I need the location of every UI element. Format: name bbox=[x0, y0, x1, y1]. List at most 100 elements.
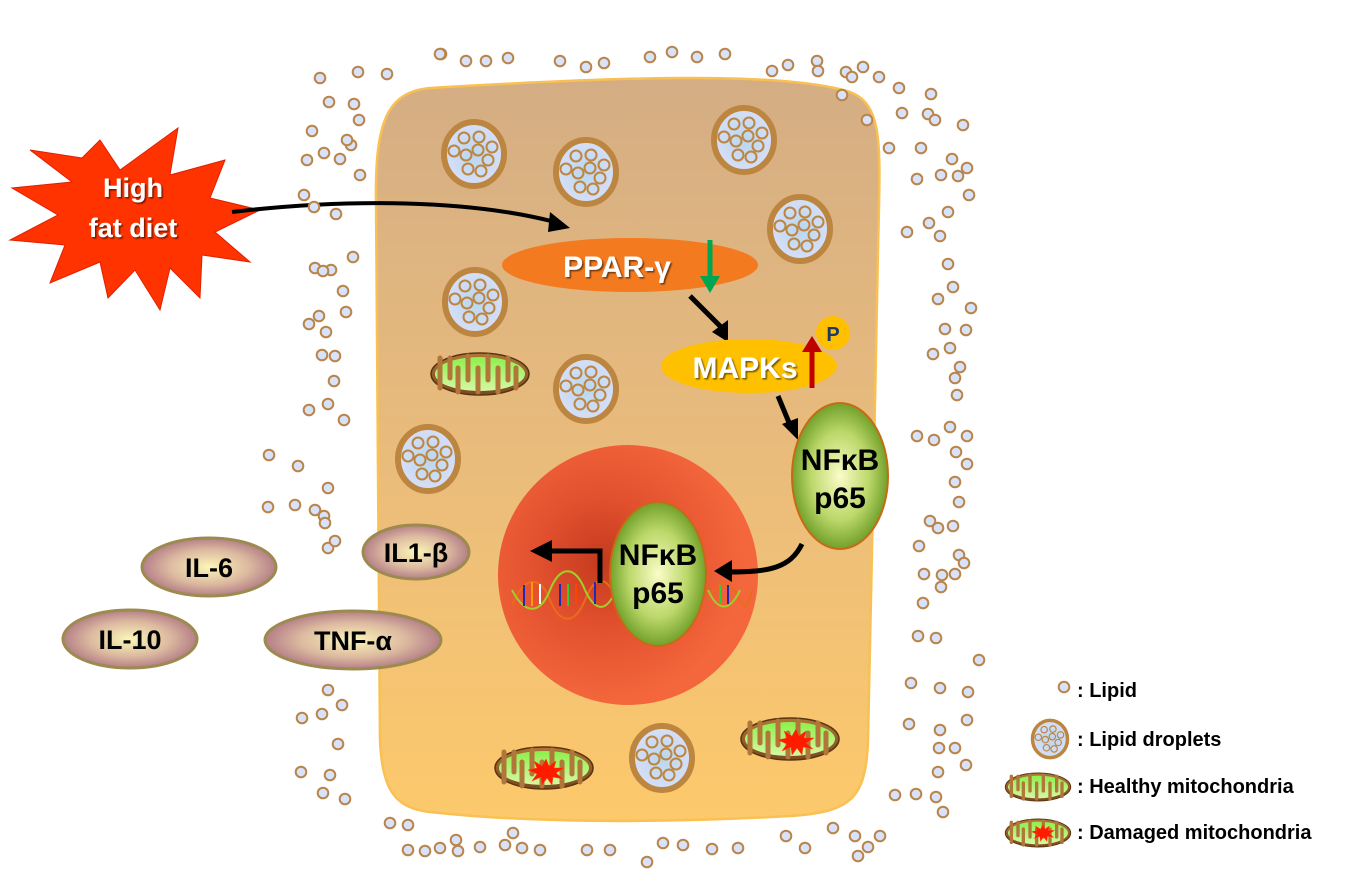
arrow-nfkb-translocation bbox=[727, 542, 805, 575]
cytokine-label: IL-6 bbox=[185, 553, 233, 583]
lipid-dot bbox=[597, 56, 611, 70]
lipid-dot bbox=[339, 305, 353, 319]
lipid-dot bbox=[936, 805, 950, 819]
high-fat-diet-starburst: High fat diet bbox=[8, 126, 262, 312]
lipid-dot bbox=[945, 152, 959, 166]
lipid-dot bbox=[656, 836, 670, 850]
lipid-dot bbox=[643, 50, 657, 64]
nfkb-p65-cytoplasm: NFκB p65 bbox=[791, 402, 889, 550]
lipid-dot bbox=[892, 81, 906, 95]
lipid-dot bbox=[451, 844, 465, 858]
lipid-dot bbox=[329, 207, 343, 221]
lipid-dot bbox=[297, 188, 311, 202]
lipid-dot bbox=[333, 152, 347, 166]
lipid-dot bbox=[328, 349, 342, 363]
lipid-dot bbox=[705, 842, 719, 856]
lipid-dot bbox=[948, 567, 962, 581]
lipid-dot bbox=[580, 843, 594, 857]
lipid-dot bbox=[433, 841, 447, 855]
lipid-dot bbox=[861, 840, 875, 854]
lipid-dot bbox=[912, 539, 926, 553]
lipid-dot bbox=[347, 97, 361, 111]
lipid-droplet bbox=[398, 427, 458, 491]
damaged-mitochondria bbox=[741, 718, 839, 760]
lipid-dot bbox=[300, 153, 314, 167]
lipid-dot bbox=[383, 816, 397, 830]
lipid-dot bbox=[533, 843, 547, 857]
lipid-dot bbox=[873, 829, 887, 843]
lipid-droplet bbox=[632, 726, 692, 790]
lipid-dot bbox=[321, 481, 335, 495]
lipid-dot bbox=[603, 843, 617, 857]
lipid-dot bbox=[904, 676, 918, 690]
lipid-dot bbox=[941, 205, 955, 219]
arrowhead-icon bbox=[548, 212, 570, 232]
cytokine-il10: IL-10 bbox=[61, 608, 199, 670]
phosphorylation-badge: P bbox=[816, 316, 850, 350]
lipid-dot bbox=[338, 792, 352, 806]
lipid-dot bbox=[506, 826, 520, 840]
lipid-dot bbox=[931, 521, 945, 535]
lipid-dot bbox=[910, 429, 924, 443]
lipid-dot bbox=[401, 843, 415, 857]
lipid-droplet bbox=[445, 270, 505, 334]
lipid-dot bbox=[960, 429, 974, 443]
lipid-dot bbox=[914, 141, 928, 155]
lipid-dot bbox=[316, 264, 330, 278]
lipid-droplet bbox=[770, 197, 830, 261]
ppar-gamma-label: PPAR-γ bbox=[563, 251, 671, 284]
lipid-dot bbox=[473, 840, 487, 854]
lipid-dot bbox=[317, 146, 331, 160]
lipid-dot bbox=[856, 60, 870, 74]
lipid-dot bbox=[948, 741, 962, 755]
lipid-dot bbox=[779, 829, 793, 843]
damaged-mitochondria bbox=[495, 747, 593, 789]
lipid-dot bbox=[943, 341, 957, 355]
lipid-dot bbox=[305, 124, 319, 138]
lipid-dot bbox=[401, 818, 415, 832]
mapks-node: MAPKs P bbox=[661, 316, 850, 393]
arrow-transcription bbox=[548, 548, 603, 583]
lipid-dot bbox=[308, 503, 322, 517]
lipid-droplet bbox=[556, 140, 616, 204]
lipid-dot bbox=[498, 838, 512, 852]
lipid-dot bbox=[327, 374, 341, 388]
lipid-dot bbox=[380, 67, 394, 81]
lipid-dot bbox=[835, 88, 849, 102]
lipid-dot bbox=[515, 841, 529, 855]
nfkb-cytoplasm-line1: NFκB bbox=[801, 444, 879, 477]
lipid-dot bbox=[845, 70, 859, 84]
lipid-dot bbox=[731, 841, 745, 855]
lipid-dot bbox=[261, 500, 275, 514]
lipid-dot bbox=[323, 768, 337, 782]
cytokine-label: TNF-α bbox=[314, 626, 392, 656]
lipid-dot bbox=[960, 161, 974, 175]
lipid-dot bbox=[933, 723, 947, 737]
lipid-dot bbox=[932, 741, 946, 755]
arrow-diet-to-ppar bbox=[231, 201, 556, 224]
lipid-dot bbox=[931, 765, 945, 779]
legend-item-damaged-mitochondria: : Damaged mitochondria bbox=[1003, 817, 1312, 849]
lipid-dot bbox=[929, 631, 943, 645]
lipid-dot bbox=[943, 420, 957, 434]
lipid-dot bbox=[909, 787, 923, 801]
lipid-dot bbox=[895, 106, 909, 120]
lipid-dot bbox=[811, 64, 825, 78]
lipid-dot bbox=[291, 459, 305, 473]
lipid-dot bbox=[295, 711, 309, 725]
lipid-dot bbox=[924, 87, 938, 101]
down-arrow-icon bbox=[700, 240, 720, 293]
phospho-label: P bbox=[826, 324, 839, 346]
lipid-dot bbox=[353, 168, 367, 182]
lipid-dot bbox=[938, 322, 952, 336]
arrowhead-icon bbox=[530, 540, 552, 562]
lipid-dot bbox=[922, 216, 936, 230]
lipid-dot bbox=[322, 95, 336, 109]
lipid-dot bbox=[340, 133, 354, 147]
lipid-dot bbox=[351, 65, 365, 79]
lipid-dot bbox=[860, 113, 874, 127]
lipid-dot bbox=[916, 596, 930, 610]
lipid-dot bbox=[931, 292, 945, 306]
lipid-dot bbox=[962, 188, 976, 202]
